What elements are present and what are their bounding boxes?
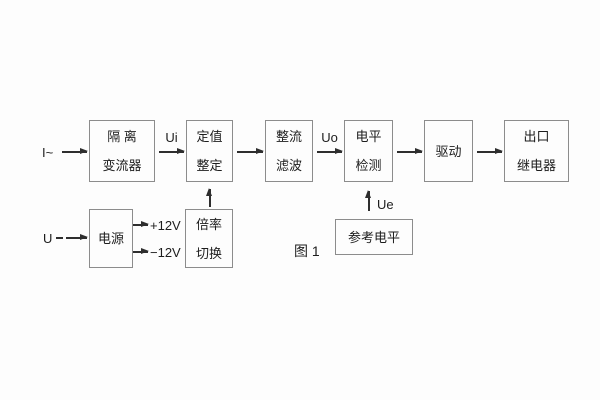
label-minus-12v: −12V [150,245,181,260]
block-label: 电源 [97,231,124,246]
label-input-current: I~ [42,145,54,160]
block-label: 整定 [196,158,223,173]
block-label: 整流 [275,129,302,144]
arrow-ratio-to-setting [206,188,212,207]
block-label: 继电器 [516,158,556,173]
block-power-supply: 电源 [89,209,133,268]
block-output-relay: 出口 继电器 [504,120,569,182]
block-label: 电平 [355,129,382,144]
block-setting-adjust: 定值 整定 [186,120,233,182]
arrow-power-plus12v [133,221,149,227]
block-label: 滤波 [275,158,302,173]
label-plus-12v: +12V [150,218,181,233]
arrow-isolation-to-setting [159,148,185,154]
block-label: 隔 离 [107,129,137,144]
line-input-voltage-dash [56,237,63,239]
block-label: 参考电平 [347,229,400,245]
arrow-input-current-to-isolation [62,148,88,154]
block-label: 出口 [523,129,550,144]
arrow-input-voltage-to-power [66,234,88,240]
block-label: 检测 [355,158,382,173]
label-signal-uo: Uo [321,130,338,145]
label-signal-ue: Ue [377,197,394,212]
block-label: 变流器 [102,158,142,173]
block-isolation-converter: 隔 离 变流器 [89,120,155,182]
block-level-detect: 电平 检测 [344,120,393,182]
block-label: 倍率 [195,216,222,232]
label-input-voltage: U [43,231,53,246]
arrow-level-to-driver [397,148,423,154]
block-ratio-switch: 倍率 切换 [185,209,233,268]
block-reference-level: 参考电平 [335,219,413,255]
block-label: 切换 [195,245,222,261]
block-label: 驱动 [435,143,462,159]
figure-caption: 图 1 [294,243,320,259]
arrow-driver-to-relay [477,148,503,154]
arrow-setting-to-rectifier [237,148,264,154]
arrow-reference-to-level [365,190,371,211]
arrow-power-minus12v [133,248,149,254]
block-driver: 驱动 [424,120,473,182]
block-rectifier-filter: 整流 滤波 [265,120,313,182]
arrow-rectifier-to-level [317,148,343,154]
block-label: 定值 [196,129,223,144]
label-signal-ui: Ui [165,130,178,145]
